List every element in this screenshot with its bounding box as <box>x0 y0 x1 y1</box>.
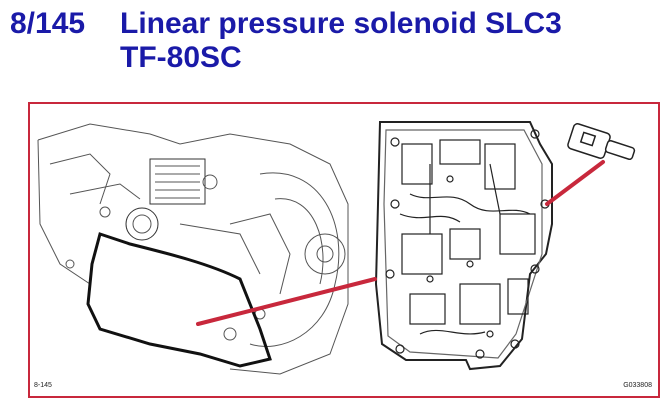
figure-caption-right: G033808 <box>623 382 652 389</box>
figure-caption-left: 8-145 <box>34 382 52 389</box>
figure-frame: 8-145 G033808 <box>28 102 660 398</box>
oil-pan-outline <box>86 232 272 368</box>
transmission-illustration <box>37 123 349 375</box>
slide-title-line-1: Linear pressure solenoid SLC3 <box>120 7 562 40</box>
solenoid-slc3-illustration <box>567 123 636 161</box>
technical-illustration <box>37 121 636 375</box>
valve-body-illustration <box>374 121 553 371</box>
pointer-line-solenoid <box>545 160 605 206</box>
slide-title: Linear pressure solenoid SLC3 TF-80SC <box>120 7 562 75</box>
pointer-line-pan <box>196 277 377 326</box>
slide-number: 8/145 <box>10 7 86 40</box>
slide-title-line-2: TF-80SC <box>120 41 242 74</box>
